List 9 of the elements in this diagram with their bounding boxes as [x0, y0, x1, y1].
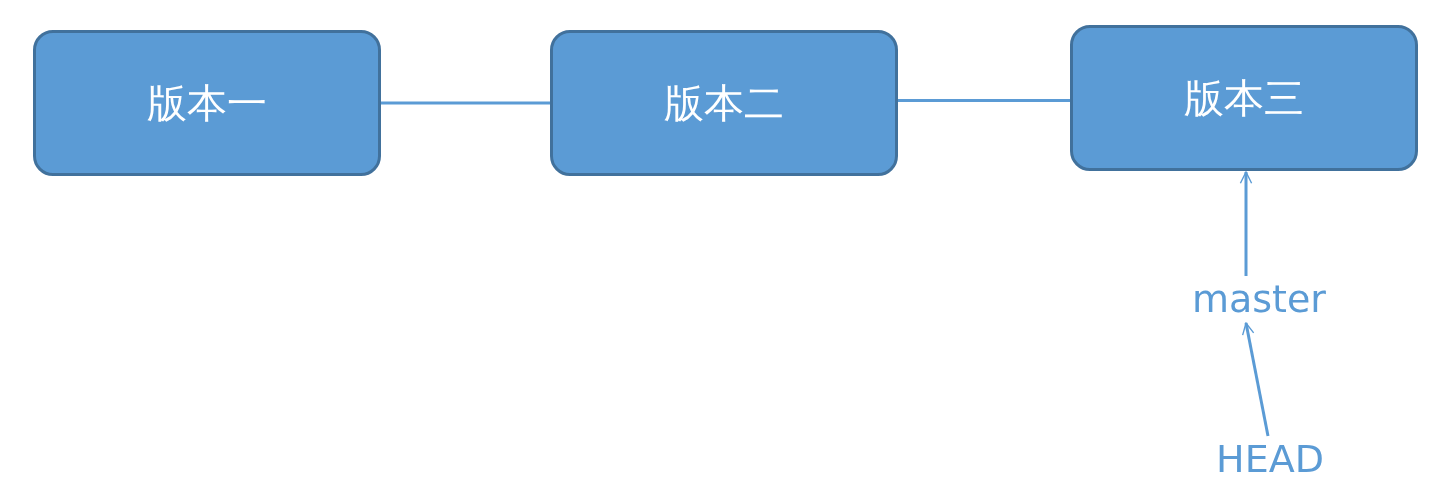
connector-line: [381, 101, 550, 105]
version-box: 版本一: [33, 30, 381, 176]
pointer-label: master: [1182, 276, 1336, 322]
connector-line: [898, 99, 1070, 102]
arrow: [1241, 322, 1270, 437]
version-box: 版本二: [550, 30, 898, 176]
version-box: 版本三: [1070, 25, 1418, 171]
pointer-label: HEAD: [1208, 436, 1332, 482]
arrow: [1239, 171, 1253, 276]
